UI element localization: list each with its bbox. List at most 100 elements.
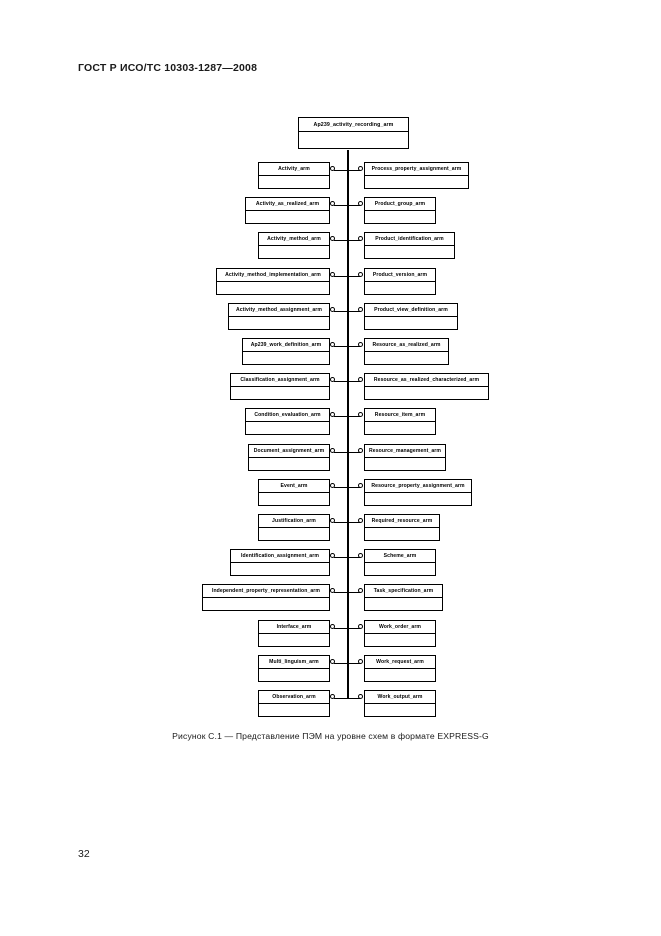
entity-label: Ap239_activity_recording_arm [299,118,408,132]
entity-body [259,669,329,681]
root-entity-box: Ap239_activity_recording_arm [298,117,409,149]
right-entity-box: Product_version_arm [364,268,436,295]
entity-label: Resource_item_arm [365,409,435,422]
connector-dot [329,201,335,206]
right-branch-line [347,486,360,489]
entity-label: Work_output_arm [365,691,435,704]
connector-dot [357,448,363,453]
connector-dot [357,166,363,171]
left-entity-box: Activity_method_arm [258,232,330,259]
connector-dot [357,201,363,206]
right-branch-line [347,451,360,454]
right-branch-line [347,380,360,383]
entity-label: Justification_arm [259,515,329,528]
entity-body [365,704,435,716]
connector-dot [329,483,335,488]
right-branch-line [347,521,360,524]
entity-body [246,422,329,434]
right-entity-box: Product_identification_arm [364,232,455,259]
left-entity-box: Observation_arm [258,690,330,717]
right-branch-line [347,556,360,559]
left-branch-line [334,662,349,665]
entity-body [365,246,454,258]
entity-body [365,634,435,646]
entity-label: Work_request_arm [365,656,435,669]
entity-label: Scheme_arm [365,550,435,563]
connector-dot [329,377,335,382]
entity-label: Activity_method_assignment_arm [229,304,329,317]
left-branch-line [334,169,349,172]
right-entity-box: Work_order_arm [364,620,436,647]
connector-dot [329,166,335,171]
right-branch-line [347,275,360,278]
right-entity-box: Resource_as_realized_characterized_arm [364,373,489,400]
entity-body [365,176,468,188]
entity-label: Classification_assignment_arm [231,374,329,387]
entity-body [259,704,329,716]
standard-header: ГОСТ Р ИСО/ТС 10303-1287—2008 [78,62,258,74]
right-entity-box: Product_view_definition_arm [364,303,458,330]
entity-body [365,528,439,540]
connector-dot [357,307,363,312]
connector-dot [357,518,363,523]
entity-body [365,211,435,223]
right-branch-line [347,204,360,207]
entity-body [365,458,445,470]
entity-label: Process_property_assignment_arm [365,163,468,176]
left-branch-line [334,451,349,454]
entity-label: Product_version_arm [365,269,435,282]
entity-body [299,132,408,148]
connector-dot [329,236,335,241]
entity-body [231,387,329,399]
entity-body [259,246,329,258]
entity-label: Multi_linguism_arm [259,656,329,669]
connector-dot [329,588,335,593]
connector-dot [357,377,363,382]
left-branch-line [334,345,349,348]
entity-label: Identification_assignment_arm [231,550,329,563]
connector-dot [357,272,363,277]
right-entity-box: Resource_management_arm [364,444,446,471]
entity-body [365,493,471,505]
connector-dot [357,694,363,699]
right-entity-box: Work_output_arm [364,690,436,717]
entity-body [365,282,435,294]
entity-body [365,598,442,610]
right-branch-line [347,697,360,700]
right-branch-line [347,591,360,594]
entity-body [259,528,329,540]
connector-dot [329,624,335,629]
entity-label: Condition_evaluation_arm [246,409,329,422]
connector-dot [329,659,335,664]
connector-dot [329,307,335,312]
connector-dot [357,659,363,664]
left-branch-line [334,521,349,524]
right-branch-line [347,239,360,242]
connector-dot [329,553,335,558]
left-entity-box: Classification_assignment_arm [230,373,330,400]
entity-label: Activity_method_arm [259,233,329,246]
entity-body [365,669,435,681]
entity-label: Activity_arm [259,163,329,176]
entity-label: Work_order_arm [365,621,435,634]
connector-dot [357,624,363,629]
connector-dot [357,553,363,558]
left-branch-line [334,415,349,418]
right-entity-box: Work_request_arm [364,655,436,682]
left-entity-box: Activity_as_realized_arm [245,197,330,224]
trunk-vertical-line [347,150,349,699]
left-entity-box: Activity_arm [258,162,330,189]
entity-label: Resource_management_arm [365,445,445,458]
right-branch-line [347,345,360,348]
right-entity-box: Process_property_assignment_arm [364,162,469,189]
left-branch-line [334,556,349,559]
left-branch-line [334,697,349,700]
entity-label: Event_arm [259,480,329,493]
entity-label: Observation_arm [259,691,329,704]
entity-body [259,634,329,646]
left-entity-box: Interface_arm [258,620,330,647]
entity-body [259,176,329,188]
entity-body [259,493,329,505]
connector-dot [329,518,335,523]
left-entity-box: Event_arm [258,479,330,506]
